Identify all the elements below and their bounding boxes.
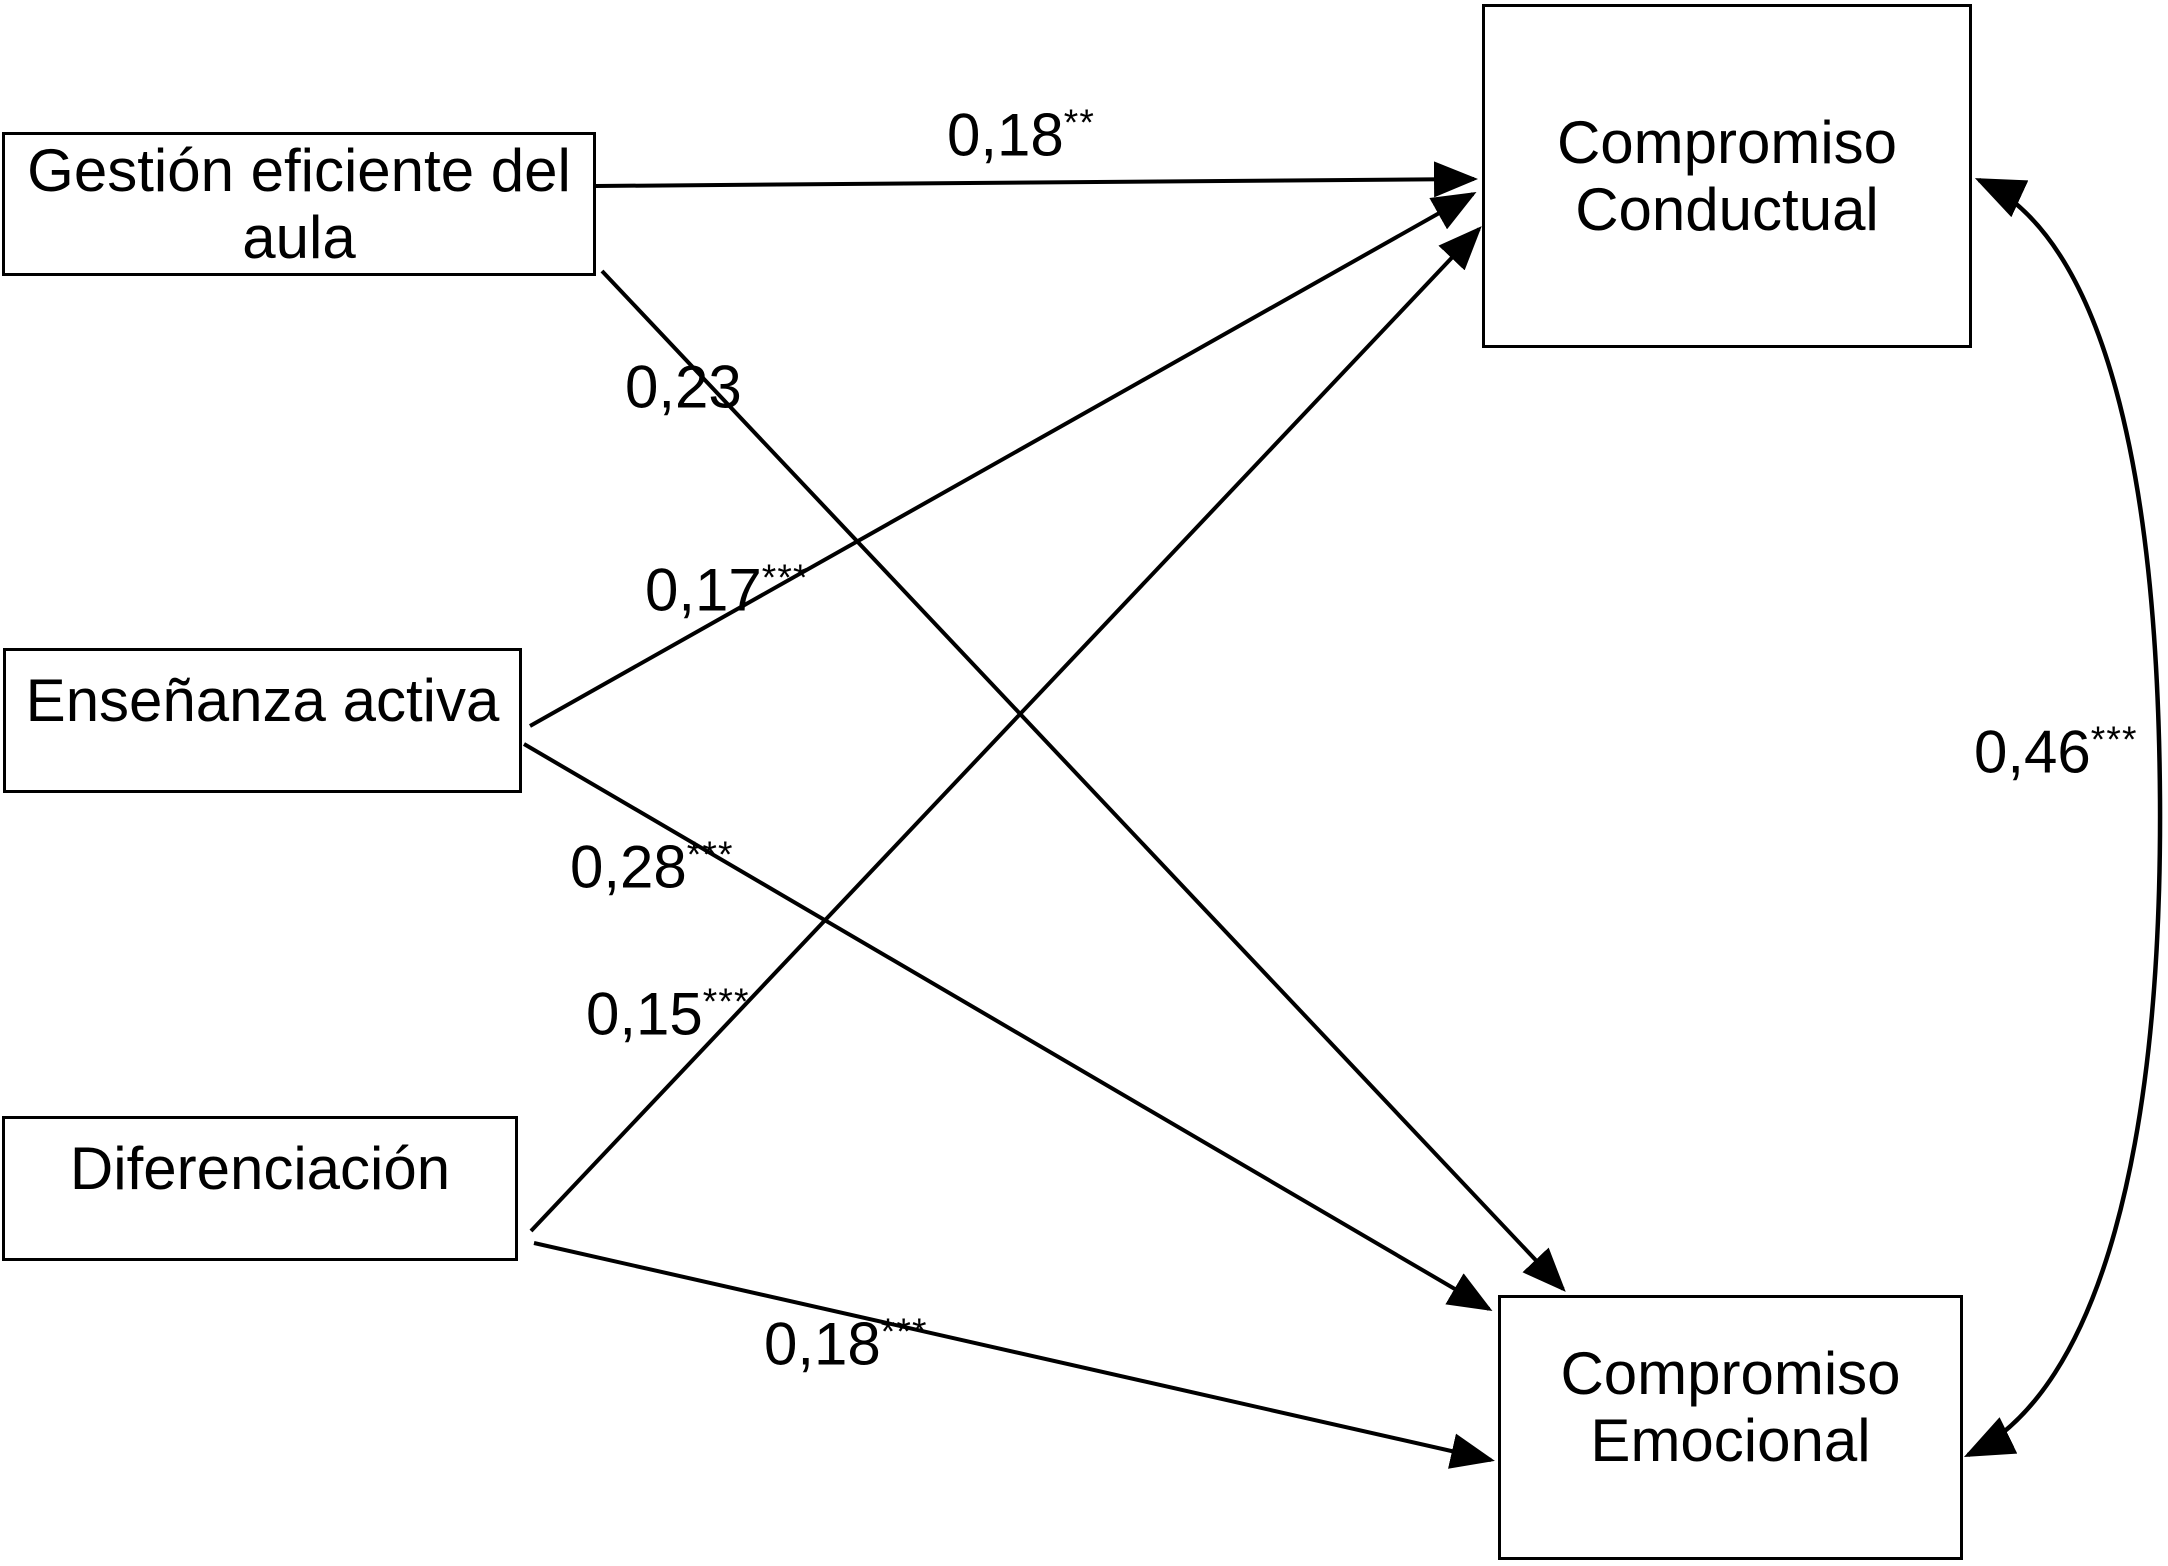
arrow-diferenciacion-emocional: [533, 1241, 1495, 1469]
coefficient-diferenciacion-emocional: 0,18***: [764, 1310, 928, 1378]
coefficient-diferenciacion-conductual: 0,15***: [586, 980, 750, 1048]
significance-stars: **: [1063, 101, 1095, 143]
node-label: Enseñanza activa: [25, 667, 500, 734]
significance-stars: ***: [702, 980, 750, 1022]
node-gestion-eficiente-del-aula: Gestión eficiente del aula: [2, 132, 596, 276]
significance-stars: ***: [761, 556, 809, 598]
coefficient-value: 0,18: [764, 1310, 881, 1378]
coefficient-ensenanza-emocional: 0,28***: [570, 833, 734, 901]
node-label: Compromiso Emocional: [1560, 1340, 1901, 1475]
arrow-ensenanza-emocional: [522, 742, 1493, 1312]
coefficient-value: 0,15: [586, 980, 703, 1048]
node-label: Diferenciación: [69, 1135, 451, 1202]
node-label: Compromiso Conductual: [1556, 108, 1898, 243]
node-compromiso-conductual: Compromiso Conductual: [1482, 4, 1972, 348]
arrow-ensenanza-conductual: [529, 192, 1477, 728]
covariance-arrow-conductual-emocional: [1963, 177, 2163, 1458]
node-compromiso-emocional: Compromiso Emocional: [1498, 1295, 1963, 1560]
significance-stars: ***: [880, 1310, 928, 1352]
coefficient-value: 0,28: [570, 833, 687, 901]
node-ensenanza-activa: Enseñanza activa: [3, 648, 522, 793]
arrow-gestion-conductual: [595, 161, 1478, 198]
significance-stars: ***: [686, 833, 734, 875]
arrow-gestion-emocional: [600, 269, 1566, 1292]
arrow-diferenciacion-conductual: [529, 226, 1482, 1233]
node-label: Gestión eficiente del aula: [27, 136, 571, 271]
coefficient-covariance: 0,46***: [1974, 718, 2138, 786]
coefficient-gestion-conductual: 0,18**: [947, 101, 1095, 169]
coefficient-value: 0,46: [1974, 718, 2091, 786]
coefficient-gestion-emocional: 0,23: [625, 356, 742, 417]
coefficient-value: 0,23: [625, 353, 742, 421]
coefficient-value: 0,17: [645, 556, 762, 624]
significance-stars: ***: [2090, 718, 2138, 760]
coefficient-value: 0,18: [947, 101, 1064, 169]
node-diferenciacion: Diferenciación: [2, 1116, 518, 1261]
coefficient-ensenanza-conductual: 0,17***: [645, 556, 809, 624]
